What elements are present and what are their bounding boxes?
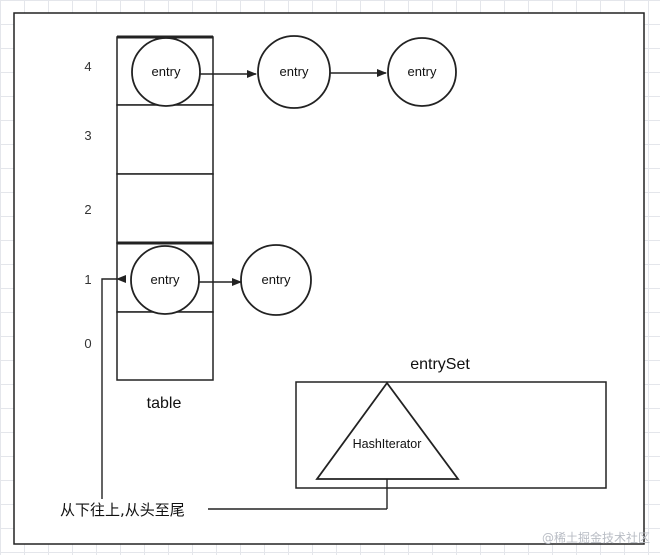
entry-node-1a xyxy=(130,245,200,315)
index-label-4: 4 xyxy=(84,59,91,74)
watermark: @稀土掘金技术社区 xyxy=(542,530,650,545)
index-label-1: 1 xyxy=(84,272,91,287)
hash-iterator-label: HashIterator xyxy=(353,437,422,451)
entry-node-4a xyxy=(131,37,201,107)
entry-set-label: entrySet xyxy=(410,356,470,373)
annotation-background xyxy=(60,499,208,521)
table-cell-3 xyxy=(116,104,214,175)
index-label-0: 0 xyxy=(84,336,91,351)
index-label-3: 3 xyxy=(84,128,91,143)
entry-node-4b-label: entry xyxy=(280,64,309,79)
table-cell-0 xyxy=(116,311,214,381)
entry-node-1a-label: entry xyxy=(151,272,180,287)
entry-node-4a-label: entry xyxy=(152,64,181,79)
table-label: table xyxy=(147,395,182,412)
table-cell-2 xyxy=(116,173,214,244)
entry-node-4b xyxy=(257,35,331,109)
entry-node-4c-label: entry xyxy=(408,64,437,79)
iteration-pointer-line xyxy=(101,275,380,510)
iteration-annotation: 从下往上,从头至尾 xyxy=(60,501,185,519)
entry-node-1b xyxy=(240,244,312,316)
entry-node-1b-label: entry xyxy=(262,272,291,287)
entry-node-4c xyxy=(387,37,457,107)
index-label-2: 2 xyxy=(84,202,91,217)
